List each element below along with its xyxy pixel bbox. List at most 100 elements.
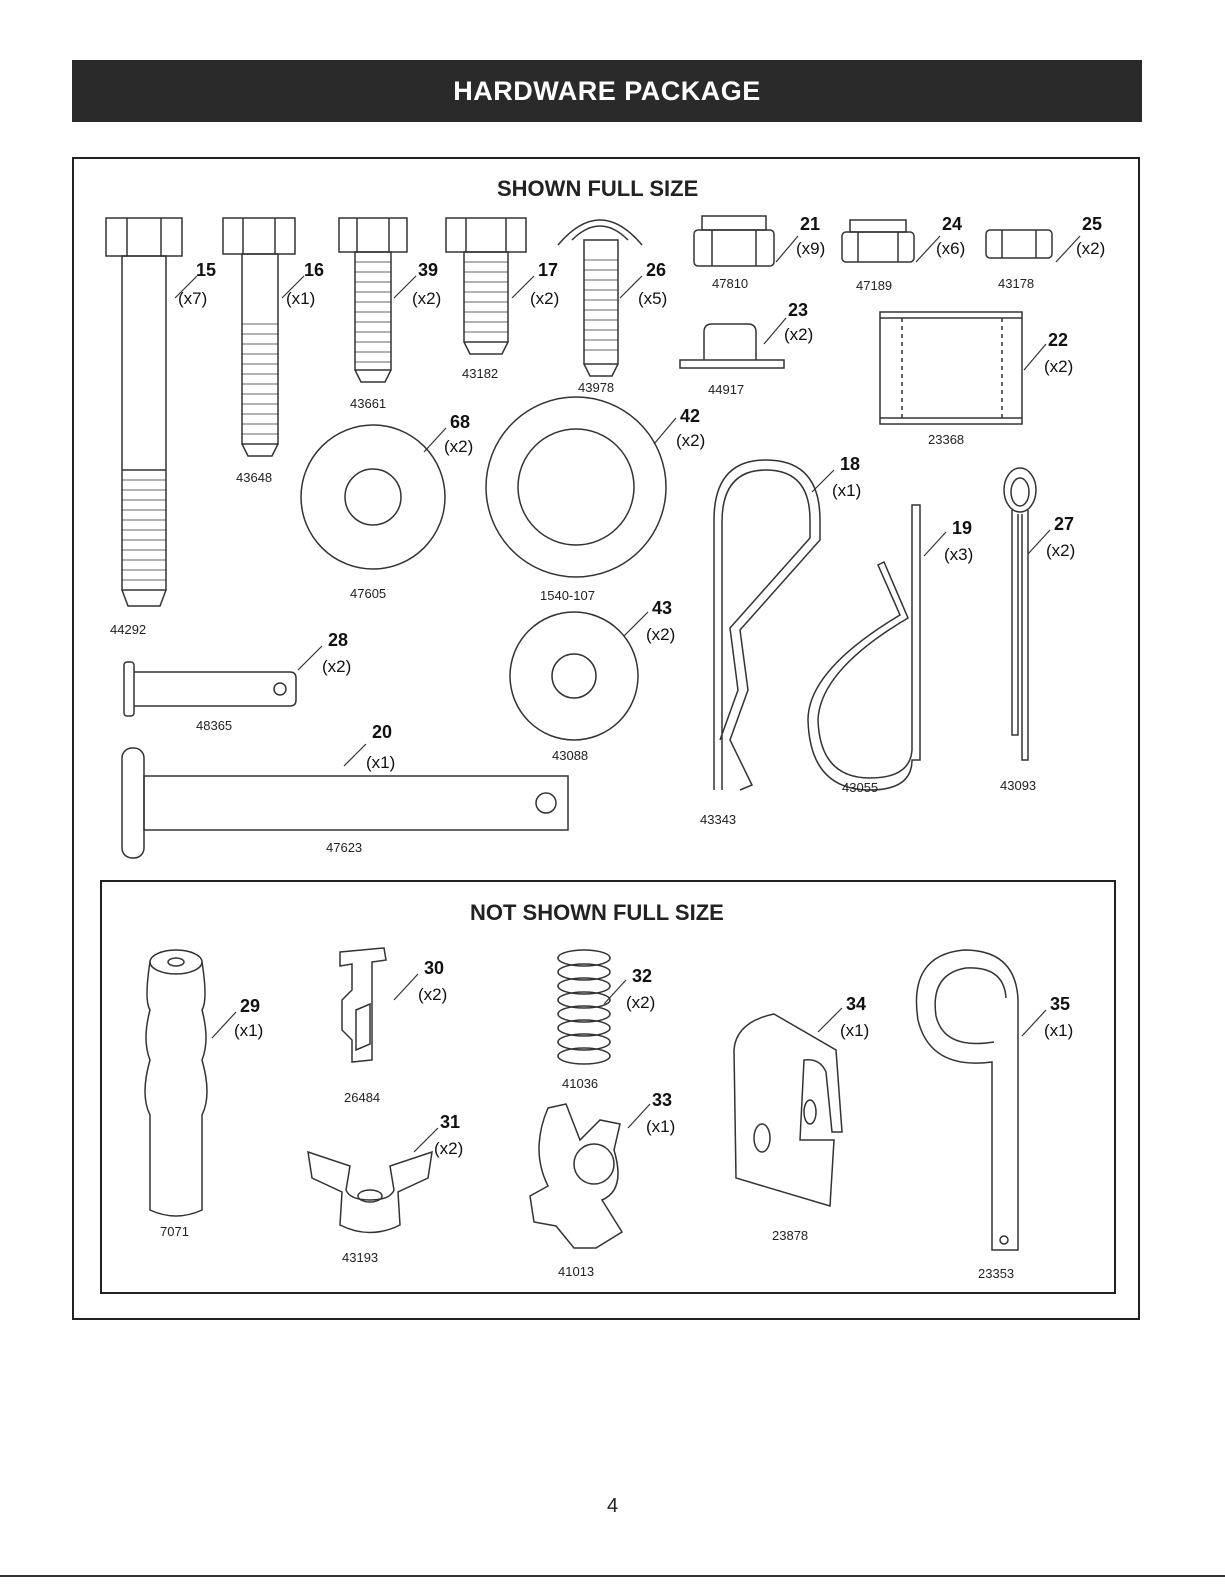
leader-lines: [174, 235, 1081, 1153]
not-full-size-frame: [100, 880, 1116, 1294]
key-32: 32: [632, 966, 652, 986]
qty-19: (x3): [944, 545, 973, 564]
part-20-clevis-pin-icon: [121, 747, 569, 859]
partno-21: 47810: [712, 276, 748, 291]
qty-39: (x2): [412, 289, 441, 308]
partno-33: 41013: [558, 1264, 594, 1279]
partno-42: 1540-107: [540, 588, 595, 603]
section-title-full-size: SHOWN FULL SIZE: [497, 176, 699, 201]
hardware-package-banner: HARDWARE PACKAGE: [72, 60, 1142, 122]
part-19-hair-pin-icon: [807, 504, 921, 791]
partno-27: 43093: [1000, 778, 1036, 793]
partno-24: 47189: [856, 278, 892, 293]
part-23-cap-icon: [679, 323, 785, 369]
partno-35: 23353: [978, 1266, 1014, 1281]
part-33-cable-clip-icon: [529, 1103, 624, 1249]
partno-43: 43088: [552, 748, 588, 763]
qty-24: (x6): [936, 239, 965, 258]
key-18: 18: [840, 454, 860, 474]
partno-39: 43661: [350, 396, 386, 411]
part-34-bracket-icon: [733, 1013, 843, 1207]
partno-19: 43055: [842, 780, 878, 795]
qty-33: (x1): [646, 1117, 675, 1136]
qty-23: (x2): [784, 325, 813, 344]
partno-20: 47623: [326, 840, 362, 855]
banner-title: HARDWARE PACKAGE: [453, 75, 761, 106]
key-26: 26: [646, 260, 666, 280]
qty-21: (x9): [796, 239, 825, 258]
key-68: 68: [450, 412, 470, 432]
part-30-clip-icon: [339, 947, 387, 1063]
qty-15: (x7): [178, 289, 207, 308]
partno-25: 43178: [998, 276, 1034, 291]
key-25: 25: [1082, 214, 1102, 234]
partno-29: 7071: [160, 1224, 189, 1239]
key-27: 27: [1054, 514, 1074, 534]
part-31-wing-nut-icon: [307, 1150, 433, 1234]
part-21-lock-nut-icon: [693, 215, 775, 267]
key-15: 15: [196, 260, 216, 280]
key-19: 19: [952, 518, 972, 538]
qty-42: (x2): [676, 431, 705, 450]
full-size-frame: [72, 157, 1140, 1320]
partno-28: 48365: [196, 718, 232, 733]
part-43-washer-icon: [509, 611, 639, 741]
qty-29: (x1): [234, 1021, 263, 1040]
part-25-hex-nut-icon: [985, 229, 1053, 259]
qty-68: (x2): [444, 437, 473, 456]
qty-30: (x2): [418, 985, 447, 1004]
part-35-rod-icon: [915, 949, 1019, 1251]
part-18-hair-pin-icon: [713, 459, 821, 791]
qty-32: (x2): [626, 993, 655, 1012]
qty-17: (x2): [530, 289, 559, 308]
qty-27: (x2): [1046, 541, 1075, 560]
partno-17: 43182: [462, 366, 498, 381]
qty-35: (x1): [1044, 1021, 1073, 1040]
qty-31: (x2): [434, 1139, 463, 1158]
key-20: 20: [372, 722, 392, 742]
key-16: 16: [304, 260, 324, 280]
key-21: 21: [800, 214, 820, 234]
partno-18: 43343: [700, 812, 736, 827]
partno-16: 43648: [236, 470, 272, 485]
key-42: 42: [680, 406, 700, 426]
qty-20: (x1): [366, 753, 395, 772]
key-28: 28: [328, 630, 348, 650]
part-42-washer-icon: [485, 396, 667, 578]
key-34: 34: [846, 994, 866, 1014]
qty-26: (x5): [638, 289, 667, 308]
qty-18: (x1): [832, 481, 861, 500]
partno-32: 41036: [562, 1076, 598, 1091]
partno-26: 43978: [578, 380, 614, 395]
part-22-spacer-icon: [879, 311, 1023, 425]
part-32-spring-icon: [557, 949, 611, 1065]
partno-15: 44292: [110, 622, 146, 637]
section-title-not-full-size: NOT SHOWN FULL SIZE: [470, 900, 724, 925]
key-35: 35: [1050, 994, 1070, 1014]
part-27-cotter-pin-icon: [1003, 467, 1037, 761]
qty-28: (x2): [322, 657, 351, 676]
qty-25: (x2): [1076, 239, 1105, 258]
key-29: 29: [240, 996, 260, 1016]
part-68-washer-icon: [300, 424, 446, 570]
qty-22: (x2): [1044, 357, 1073, 376]
part-29-handle-grip-icon: [144, 949, 208, 1217]
partno-68: 47605: [350, 586, 386, 601]
key-24: 24: [942, 214, 962, 234]
key-23: 23: [788, 300, 808, 320]
partno-34: 23878: [772, 1228, 808, 1243]
qty-43: (x2): [646, 625, 675, 644]
key-39: 39: [418, 260, 438, 280]
part-26-carriage-bolt-icon: [557, 219, 643, 377]
part-17-hex-bolt-icon: [445, 217, 527, 355]
part-24-lock-nut-icon: [841, 219, 915, 263]
key-31: 31: [440, 1112, 460, 1132]
part-28-clevis-pin-icon: [123, 661, 297, 717]
key-22: 22: [1048, 330, 1068, 350]
key-30: 30: [424, 958, 444, 978]
part-15-long-hex-bolt-icon: [105, 217, 183, 607]
key-33: 33: [652, 1090, 672, 1110]
partno-22: 23368: [928, 432, 964, 447]
qty-34: (x1): [840, 1021, 869, 1040]
